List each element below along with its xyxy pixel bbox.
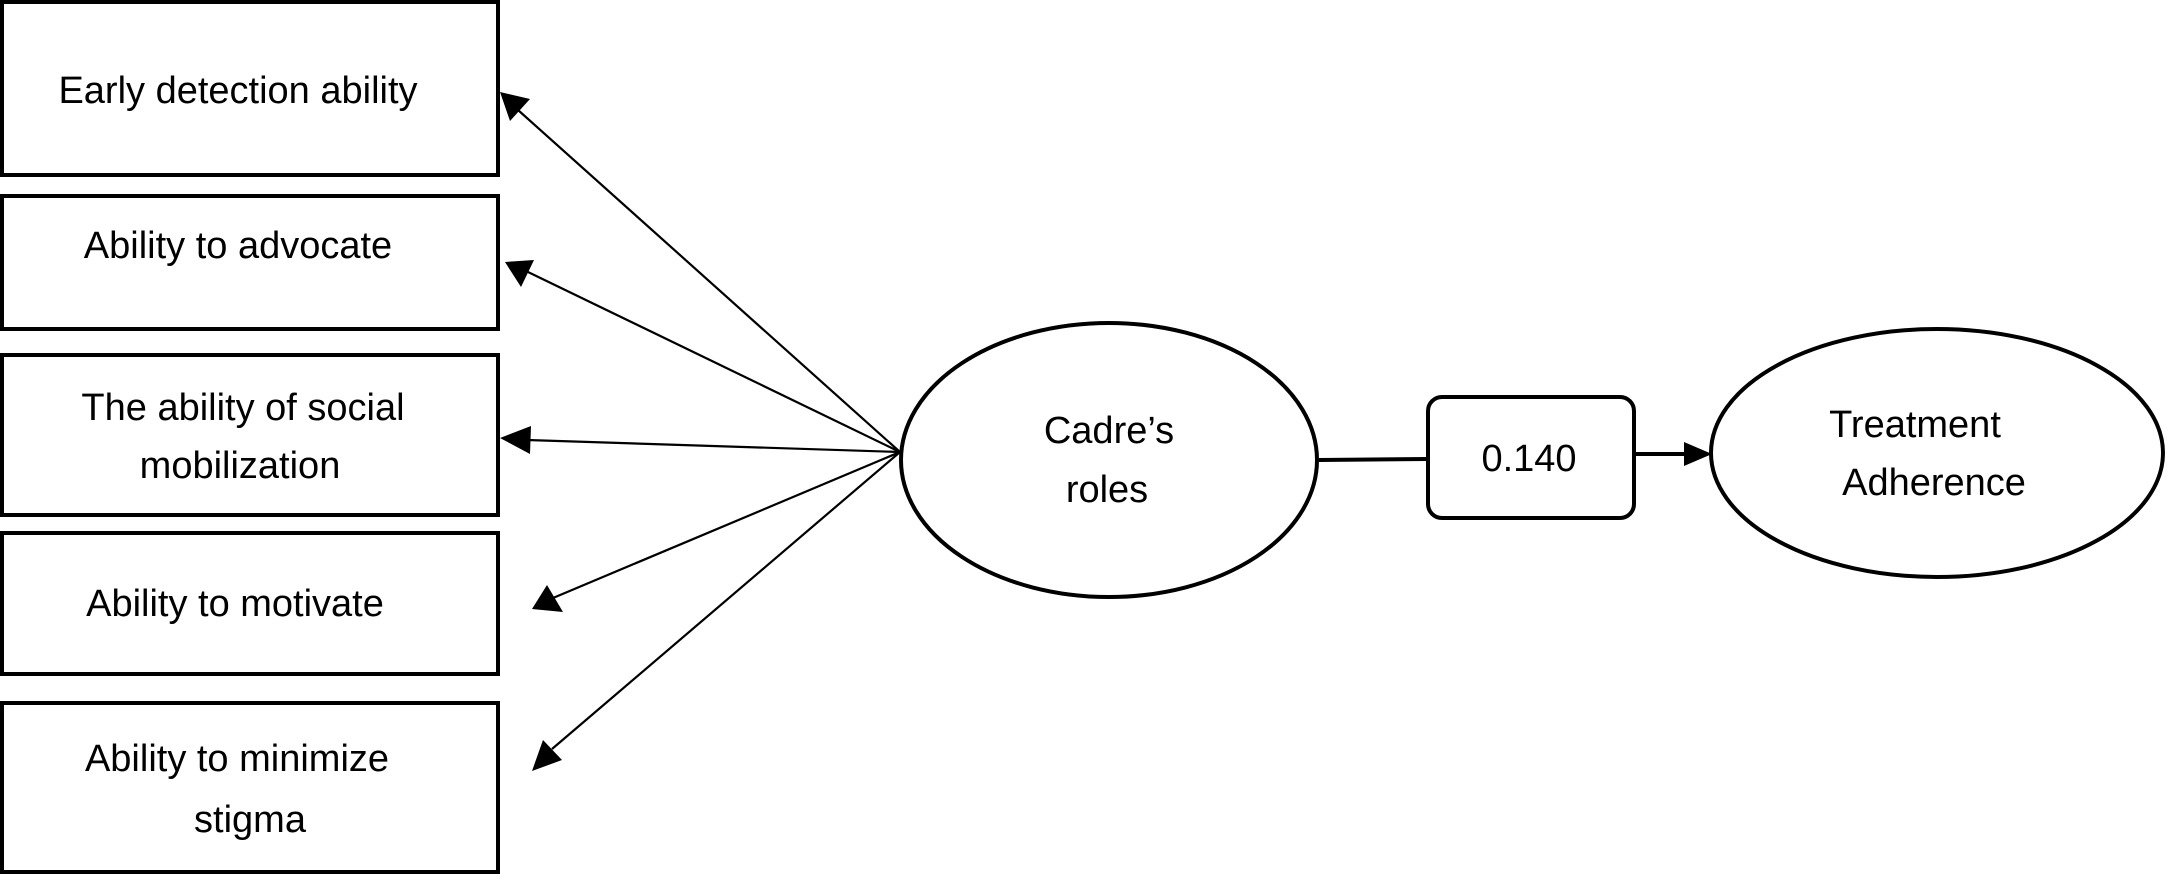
- indicator-box: [0, 353, 500, 517]
- path-line-left: [1318, 457, 1429, 462]
- indicator-label: Early detection ability: [58, 70, 417, 112]
- arrow-head: [505, 260, 534, 287]
- loading-arrow-early-detection: [500, 92, 901, 453]
- outcome-label-line-1: Treatment: [1829, 404, 2001, 446]
- loading-arrow-social-mobilization: [500, 426, 901, 454]
- indicator-early-detection: Early detection ability: [0, 0, 500, 177]
- arrow-line: [552, 450, 901, 600]
- indicator-label-line-1: Ability to minimize: [85, 738, 389, 780]
- indicator-advocate: Ability to advocate: [0, 194, 500, 331]
- latent-ellipse: [899, 321, 1319, 599]
- indicator-label-line-2: mobilization: [140, 445, 341, 487]
- outcome-ellipse: [1709, 327, 2165, 579]
- indicator-minimize-stigma: Ability to minimize stigma: [0, 701, 500, 874]
- arrow-head: [532, 740, 562, 771]
- latent-label-line-1: Cadre’s: [1044, 410, 1174, 452]
- arrow-line: [517, 109, 901, 453]
- indicator-social-mobilization: The ability of social mobilization: [0, 353, 500, 517]
- latent-label-line-2: roles: [1066, 469, 1148, 511]
- path-to-outcome: 0.140: [1318, 395, 1712, 520]
- arrow-line: [527, 271, 901, 453]
- outcome-label-line-2: Adherence: [1842, 462, 2026, 504]
- indicator-label: Ability to motivate: [86, 583, 384, 625]
- arrow-head: [500, 426, 531, 454]
- loading-arrow-advocate: [505, 260, 901, 453]
- arrow-head: [500, 92, 530, 121]
- loading-arrow-minimize-stigma: [532, 451, 901, 771]
- arrow-line: [526, 438, 901, 454]
- indicator-box: [0, 531, 500, 676]
- arrow-head: [532, 585, 563, 612]
- coefficient-box: [1426, 395, 1636, 520]
- indicator-motivate: Ability to motivate: [0, 531, 500, 676]
- indicator-box: [0, 194, 500, 331]
- arrow-line: [551, 451, 901, 750]
- indicator-label: Ability to advocate: [84, 225, 392, 267]
- coefficient-label: 0.140: [1481, 438, 1576, 480]
- latent-cadres-roles: Cadre’s roles: [899, 321, 1319, 599]
- indicator-label-line-2: stigma: [194, 799, 307, 841]
- indicator-label-line-1: The ability of social: [81, 387, 404, 429]
- loading-arrow-motivate: [532, 450, 901, 612]
- arrow-head: [1684, 442, 1712, 466]
- outcome-treatment-adherence: Treatment Adherence: [1709, 327, 2165, 579]
- indicator-box: [0, 701, 500, 874]
- indicator-box: [0, 0, 500, 177]
